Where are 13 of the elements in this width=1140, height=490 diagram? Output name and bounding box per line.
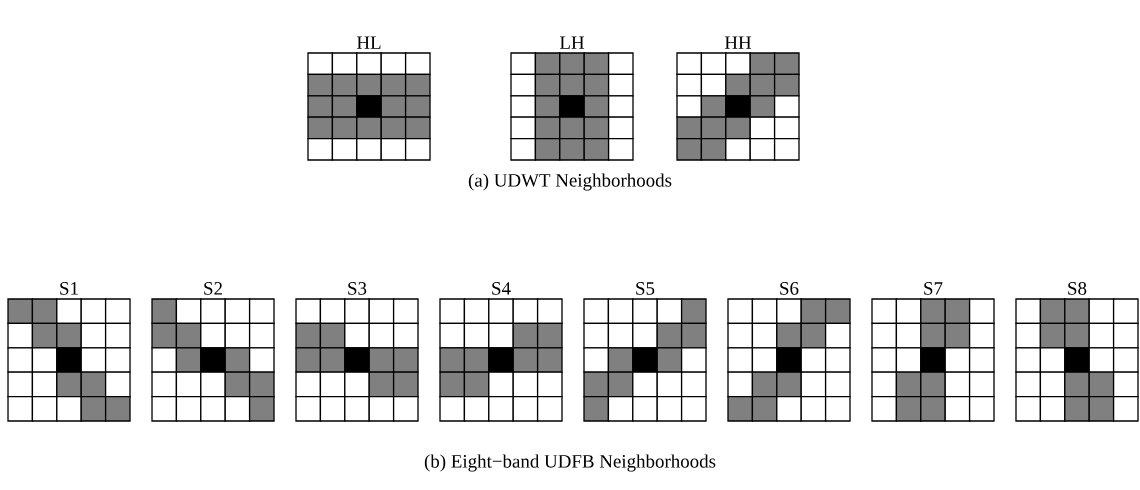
grid-title: HL	[356, 36, 381, 49]
grid-title: LH	[559, 36, 585, 49]
grid-title: S8	[1068, 282, 1087, 295]
grid-title: S5	[636, 282, 655, 295]
caption: (a) UDWT Neighborhoods	[468, 173, 672, 191]
caption: (b) Eight−band UDFB Neighborhoods	[424, 454, 716, 472]
grid-title: S6	[780, 282, 799, 295]
grid-title: S3	[348, 282, 367, 295]
grid-title: S2	[204, 282, 222, 295]
grid-title: S7	[924, 282, 943, 295]
grid-title: S4	[492, 282, 511, 295]
grid-title: HH	[724, 36, 752, 49]
grid-title: S1	[60, 282, 78, 295]
